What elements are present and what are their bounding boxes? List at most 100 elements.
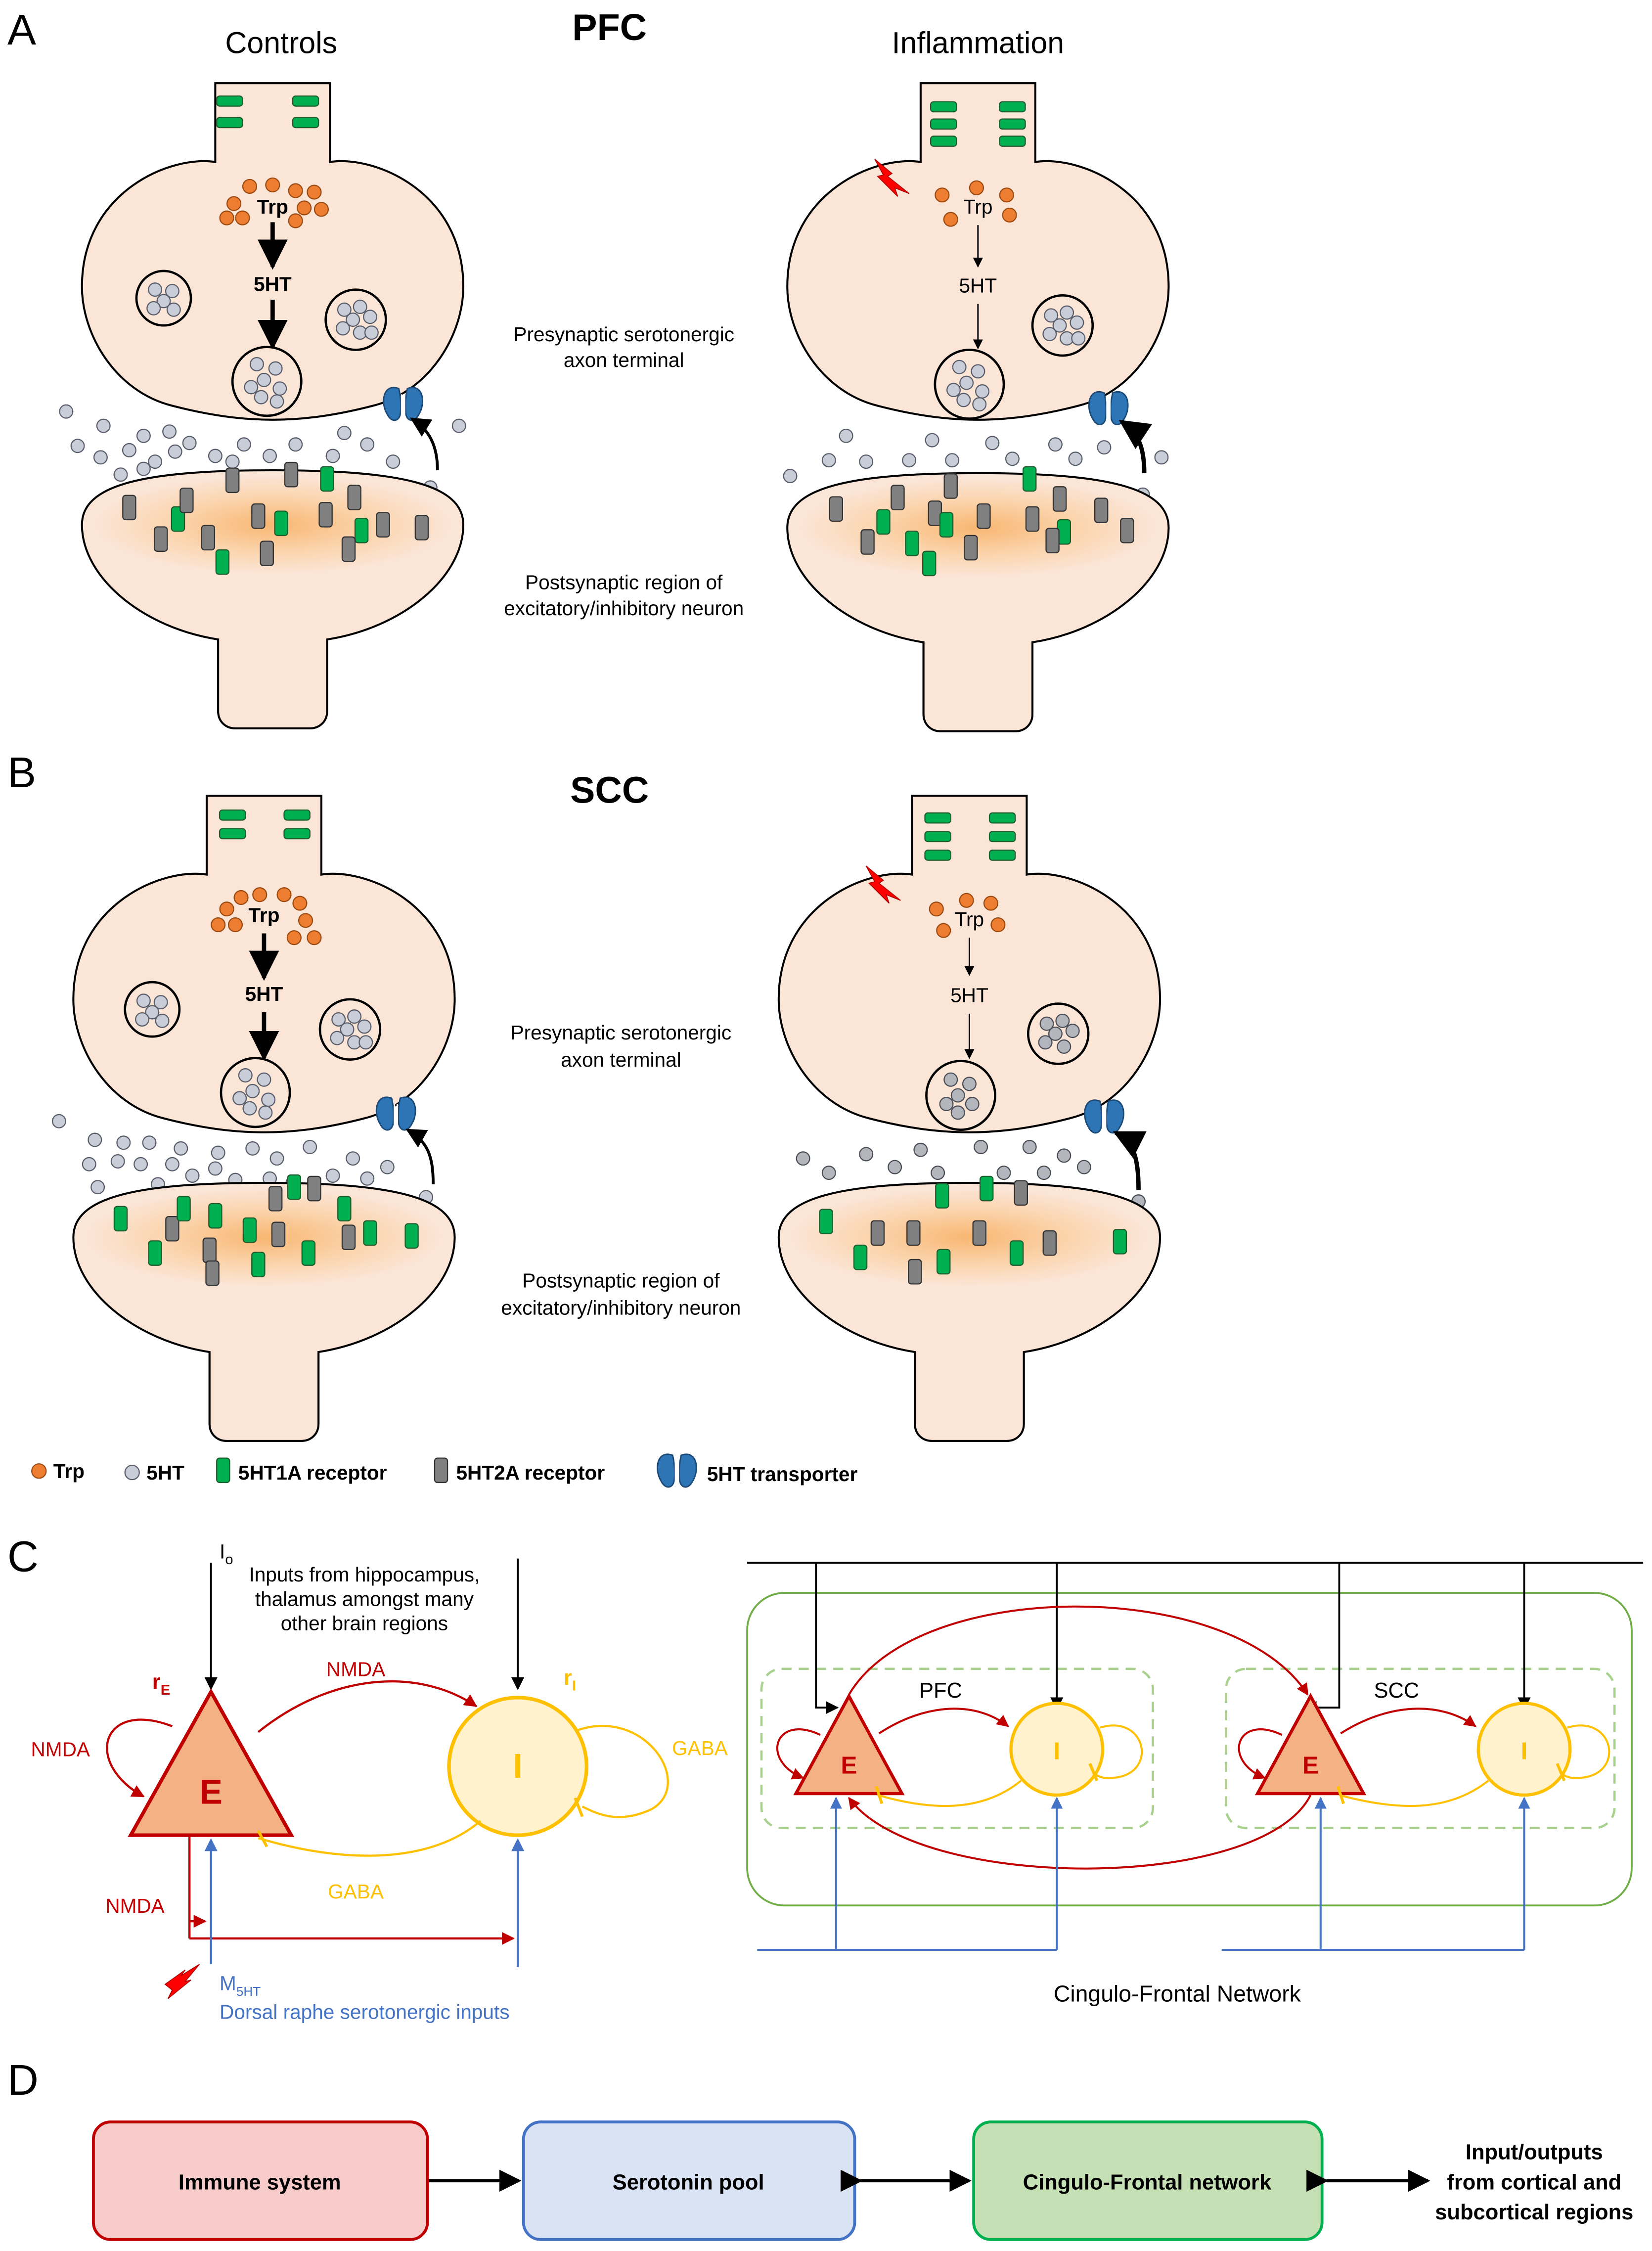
- io-label: Io: [220, 1540, 233, 1568]
- 5ht-label: 5HT: [254, 273, 292, 296]
- post-label-line1: Postsynaptic region of: [522, 1269, 720, 1292]
- legend-trp-label: Trp: [53, 1460, 85, 1483]
- scc-box: [1225, 1667, 1616, 1830]
- gaba-bottom-label: GABA: [328, 1880, 384, 1903]
- legend-5ht1a-label: 5HT1A receptor: [238, 1461, 387, 1484]
- inputs-line2: thalamus amongst many: [255, 1587, 474, 1610]
- pre-label-line2: axon terminal: [564, 349, 684, 371]
- postsynaptic-region: [73, 1183, 454, 1441]
- panel-label-b: B: [7, 749, 36, 797]
- pfc-excitatory-node: [793, 1693, 905, 1796]
- io-line2: from cortical and: [1447, 2170, 1621, 2194]
- post-label-line1: Postsynaptic region of: [525, 571, 723, 594]
- legend-5ht: 5HT: [124, 1461, 184, 1484]
- post-label-line2: excitatory/inhibitory neuron: [504, 597, 744, 620]
- i-self-connection: [576, 1725, 669, 1818]
- scc-i-label: I: [1521, 1738, 1528, 1765]
- panel-c: C Io Inputs from hippocampus, thalamus a…: [7, 1533, 1644, 2024]
- trp-label: Trp: [248, 903, 279, 926]
- panel-label-d: D: [7, 2056, 39, 2104]
- 5ht-transporter: [1084, 1099, 1124, 1134]
- scc-control-synapse: Trp 5HT: [51, 796, 455, 1441]
- panel-d: D Immune system Serotonin pool Cingulo-F…: [7, 2056, 1633, 2241]
- panel-b-region-title: SCC: [570, 769, 649, 811]
- vesicle: [221, 1058, 290, 1127]
- pfc-to-scc-connection: [848, 1605, 1309, 1696]
- trp-label: Trp: [257, 195, 288, 218]
- pfc-inhibitory-node: [1009, 1702, 1105, 1797]
- panel-label-a: A: [7, 6, 36, 54]
- nmda-left-label: NMDA: [31, 1738, 89, 1761]
- vesicle: [320, 999, 380, 1060]
- re-label: rE: [152, 1670, 170, 1698]
- panel-label-c: C: [7, 1533, 39, 1581]
- io-line3: subcortical regions: [1435, 2201, 1633, 2224]
- inhibitory-node-label: I: [513, 1747, 522, 1785]
- inhibitory-node: [447, 1696, 588, 1837]
- serotonin-pool-label: Serotonin pool: [613, 2170, 764, 2194]
- e-self-connection: [106, 1718, 173, 1798]
- reuptake-arrow: [405, 1128, 435, 1184]
- ri-label: rI: [564, 1666, 576, 1694]
- vesicle: [136, 271, 191, 325]
- cingulo-frontal-network: PFC SCC E I E I: [746, 1562, 1644, 2007]
- network-caption: Cingulo-Frontal Network: [1054, 1981, 1301, 2007]
- network-box: [746, 1592, 1633, 1907]
- e-to-i-connection: [257, 1680, 478, 1733]
- legend-5ht-label: 5HT: [146, 1461, 184, 1484]
- vesicle: [1032, 295, 1093, 356]
- vesicle: [1027, 1002, 1090, 1065]
- scc-excitatory-node: [1254, 1693, 1367, 1796]
- legend-trp: Trp: [31, 1460, 85, 1483]
- pre-label-line1: Presynaptic serotonergic: [513, 323, 734, 346]
- io-line1: Input/outputs: [1466, 2140, 1603, 2164]
- e-output-line: [188, 1835, 207, 1928]
- pfc-e-label: E: [841, 1752, 857, 1779]
- vesicle: [935, 350, 1004, 418]
- trp-label: Trp: [955, 908, 984, 931]
- inputs-line1: Inputs from hippocampus,: [249, 1563, 480, 1586]
- i-self-inhibition-tick: [574, 1797, 584, 1817]
- vesicle: [125, 982, 179, 1036]
- postsynaptic-region: [779, 1183, 1160, 1441]
- postsynaptic-region: [82, 470, 463, 728]
- excitatory-node-label: E: [199, 1772, 222, 1811]
- vesicle: [925, 1060, 996, 1131]
- controls-title: Controls: [225, 26, 337, 59]
- reuptake-arrow: [1113, 1130, 1147, 1190]
- legend-5ht1a: 5HT1A receptor: [216, 1457, 387, 1484]
- post-label-line2: excitatory/inhibitory neuron: [501, 1297, 741, 1319]
- vesicle: [232, 347, 301, 416]
- scc-inhibitory-node: [1476, 1702, 1572, 1797]
- ei-model: Io Inputs from hippocampus, thalamus amo…: [31, 1540, 727, 2024]
- transporter-icon: [657, 1453, 697, 1488]
- pfc-label: PFC: [919, 1679, 962, 1703]
- nmda-top-label: NMDA: [326, 1658, 385, 1680]
- vesicle: [326, 290, 386, 350]
- 5ht-label: 5HT: [959, 274, 997, 297]
- 5ht-label: 5HT: [245, 983, 283, 1005]
- trp-label: Trp: [963, 195, 992, 218]
- gaba-right-label: GABA: [672, 1737, 728, 1759]
- inputs-line3: other brain regions: [281, 1612, 448, 1635]
- 5ht-transporter: [1088, 391, 1129, 426]
- network-label: Cingulo-Frontal network: [1023, 2170, 1272, 2194]
- immune-system-box: [92, 2120, 429, 2241]
- reuptake-arrow: [410, 417, 439, 470]
- m5ht-label: M5HT: [220, 1972, 261, 1999]
- reuptake-arrow: [1118, 419, 1153, 473]
- panel-a-region-title: PFC: [572, 6, 647, 48]
- scc-inflammation-synapse: Trp 5HT: [779, 796, 1160, 1441]
- pfc-box: [760, 1667, 1154, 1830]
- i-to-e-inhibition-tick: [257, 1830, 268, 1847]
- 5ht-label: 5HT: [950, 984, 988, 1007]
- pre-label-line2: axon terminal: [561, 1048, 681, 1071]
- pfc-inflammation-synapse: Trp 5HT: [783, 83, 1169, 731]
- panel-a: A PFC Controls Inflammation Trp 5HT: [7, 6, 1168, 731]
- legend-transporter: 5HT transporter: [657, 1453, 857, 1488]
- legend: Trp 5HT 5HT1A receptor 5HT2A receptor 5H…: [31, 1453, 857, 1488]
- scc-to-pfc-connection: [848, 1795, 1312, 1870]
- panel-b: B SCC Trp 5HT: [7, 749, 1160, 1441]
- raphe-label: Dorsal raphe serotonergic inputs: [220, 2000, 509, 2023]
